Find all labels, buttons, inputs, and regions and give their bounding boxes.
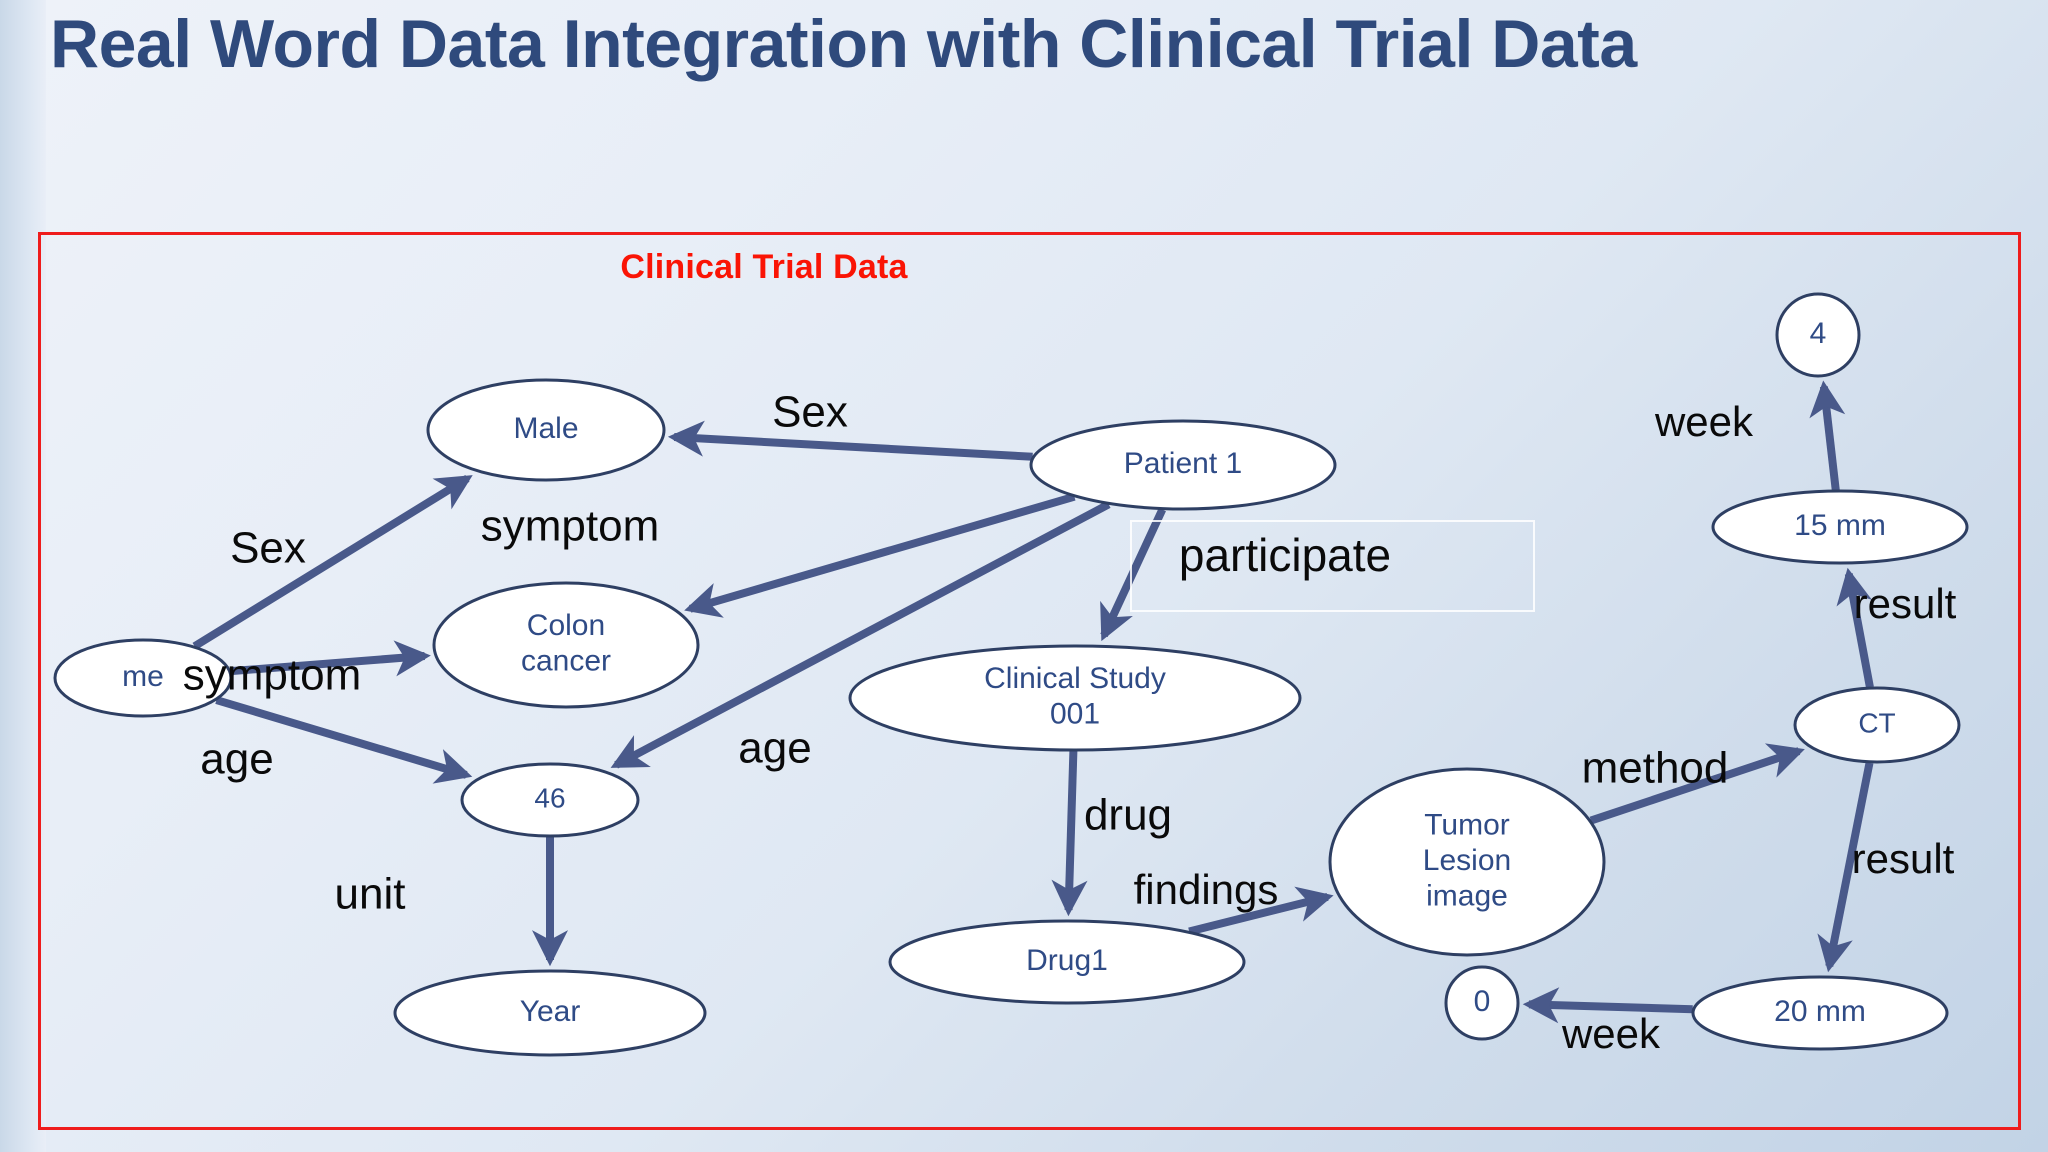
edge-study-drug-drug1	[1051, 750, 1088, 917]
node-shape-ct	[1793, 686, 1961, 764]
node-label-tumor_image: image	[1426, 879, 1508, 912]
node-shape-me	[53, 638, 233, 718]
edge-label-ct-result-15mm: result	[1854, 580, 1957, 627]
edge-label-tumor-method-ct: method	[1582, 744, 1729, 793]
edge-label-20mm-week-0: week	[1561, 1010, 1661, 1057]
ghost-box-layer	[1130, 520, 1535, 612]
node-me[interactable]: me	[53, 638, 233, 718]
node-label-week0: 0	[1474, 985, 1491, 1018]
edges-layer	[192, 380, 1874, 1024]
node-mm20[interactable]: 20 mm	[1691, 975, 1949, 1051]
node-label-age46: 46	[534, 782, 565, 813]
panel-heading: Clinical Trial Data	[620, 248, 908, 286]
node-label-week4: 4	[1810, 317, 1827, 350]
node-mm15[interactable]: 15 mm	[1711, 489, 1969, 565]
node-label-mm20: 20 mm	[1774, 995, 1866, 1028]
node-label-study001: Clinical Study	[984, 662, 1166, 695]
node-male[interactable]: Male	[426, 378, 666, 482]
node-week4[interactable]: 4	[1775, 292, 1861, 378]
node-shape-mm15	[1711, 489, 1969, 565]
node-label-colon_cancer: Colon	[527, 609, 605, 642]
edge-label-46-unit-year: unit	[335, 870, 406, 919]
edge-label-patient1-sex-male: Sex	[772, 388, 848, 437]
node-label-mm15: 15 mm	[1794, 509, 1886, 542]
edge-ct-result-20mm	[1817, 762, 1874, 973]
edge-label-patient1-age-46: age	[738, 724, 811, 773]
edge-15mm-week-4	[1809, 380, 1846, 491]
edge-me-symptom-colon	[230, 640, 431, 677]
node-label-study001: 001	[1050, 698, 1100, 731]
edge-patient1-symptom-colon	[684, 492, 1076, 618]
node-age46[interactable]: 46	[460, 762, 640, 838]
edge-patient1-sex-male	[667, 420, 1033, 461]
edge-label-study-drug-drug1: drug	[1084, 791, 1172, 840]
node-label-year: Year	[520, 995, 581, 1028]
node-label-colon_cancer: cancer	[521, 645, 611, 678]
node-label-patient1: Patient 1	[1124, 447, 1242, 480]
node-shape-mm20	[1691, 975, 1949, 1051]
edge-drug1-findings-tumor	[1188, 886, 1334, 936]
edge-label-me-age-46: age	[200, 735, 273, 784]
node-shape-week4	[1775, 292, 1861, 378]
node-shape-male	[426, 378, 666, 482]
content-panel	[38, 232, 2021, 1130]
node-patient1[interactable]: Patient 1	[1029, 419, 1337, 511]
node-shape-drug1	[888, 919, 1246, 1005]
edge-label-drug1-findings-tumor: findings	[1134, 866, 1279, 913]
node-ct[interactable]: CT	[1793, 686, 1961, 764]
node-label-tumor_image: Lesion	[1423, 844, 1511, 877]
node-label-male: Male	[513, 412, 578, 445]
node-label-tumor_image: Tumor	[1424, 809, 1510, 842]
node-year[interactable]: Year	[393, 969, 707, 1057]
node-shape-year	[393, 969, 707, 1057]
node-shape-week0	[1444, 965, 1520, 1041]
page-title: Real Word Data Integration with Clinical…	[50, 6, 1637, 82]
node-label-drug1: Drug1	[1026, 944, 1108, 977]
edge-label-patient1-symptom-colon: symptom	[481, 502, 659, 551]
edge-label-me-sex-male: Sex	[230, 524, 306, 573]
edge-patient1-age-46	[610, 500, 1111, 769]
edge-ct-result-15mm	[1836, 567, 1874, 688]
edge-label-me-symptom-colon: symptom	[183, 651, 361, 700]
edge-20mm-week-0	[1522, 987, 1693, 1024]
node-shape-colon_cancer	[432, 581, 700, 709]
node-shape-study001	[848, 644, 1302, 752]
edge-label-15mm-week-4: week	[1654, 398, 1754, 445]
participate-ghost-box	[1130, 520, 1535, 612]
node-label-me: me	[122, 660, 164, 693]
edge-label-patient1-participate-study: participate	[1179, 529, 1391, 581]
node-shape-tumor_image	[1328, 767, 1606, 957]
node-shape-age46	[460, 762, 640, 838]
node-drug1[interactable]: Drug1	[888, 919, 1246, 1005]
edge-tumor-method-ct	[1589, 743, 1805, 825]
node-shape-patient1	[1029, 419, 1337, 511]
edge-labels-layer: Sex symptom age unit Sex symptom age participat…	[183, 388, 1957, 1057]
edge-label-ct-result-20mm: result	[1852, 835, 1955, 882]
node-week0[interactable]: 0	[1444, 965, 1520, 1041]
edge-patient1-participate-study	[1100, 507, 1166, 642]
edge-me-age-46	[215, 696, 473, 784]
node-label-ct: CT	[1858, 707, 1895, 738]
edge-me-sex-male	[192, 474, 473, 650]
